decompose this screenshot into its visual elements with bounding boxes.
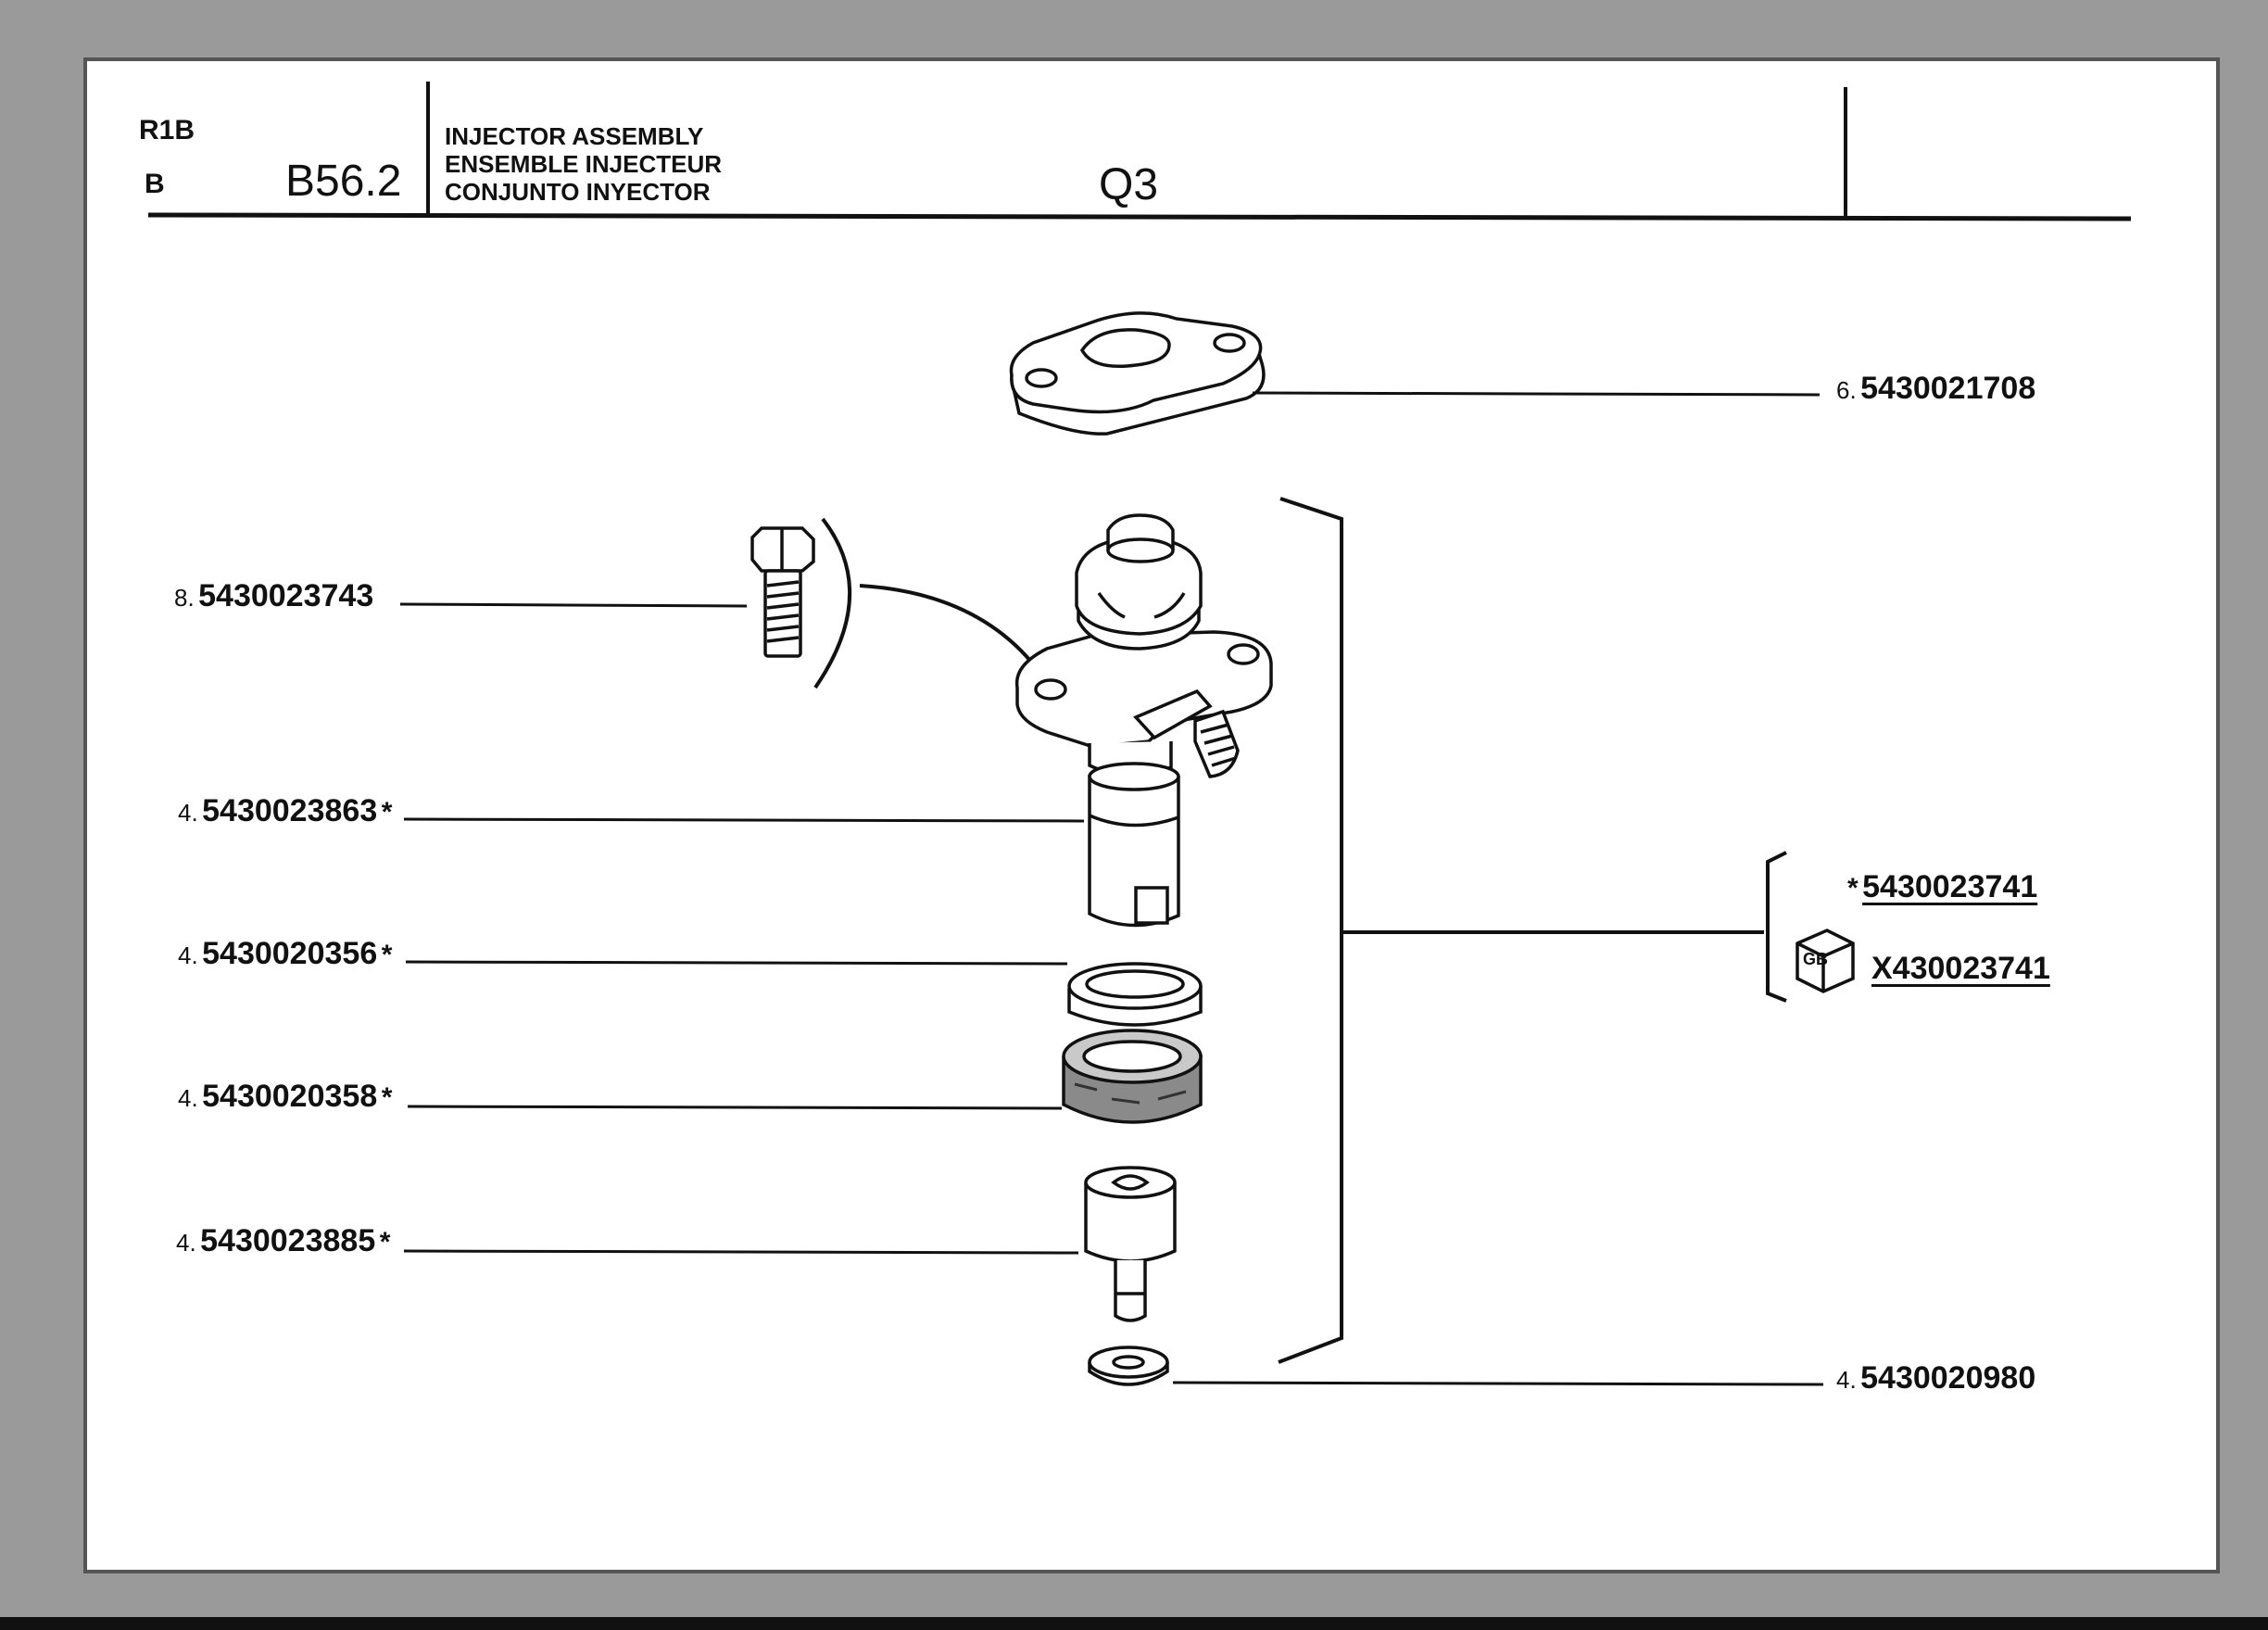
- leader-part-8: [399, 602, 748, 608]
- title-english: INJECTOR ASSEMBLY: [445, 122, 704, 150]
- callout-washer-1: 4. 5430020356 *: [178, 938, 392, 969]
- part-number: 5430020980: [1860, 1360, 2036, 1396]
- model-code: R1B: [139, 115, 195, 145]
- leader-sleeve: [403, 817, 1085, 823]
- leader-part-4-washer: [1172, 1381, 1824, 1386]
- assembly-bracket: [1278, 497, 1787, 1364]
- header-rules: [147, 82, 2132, 221]
- callout-nozzle: 4. 5430023885 *: [176, 1225, 390, 1257]
- plate-number: B56.2: [285, 157, 402, 206]
- nozzle-sleeve-drawing: [1088, 762, 1180, 928]
- bottom-dark-strip: [0, 1617, 2268, 1630]
- bolt-bracket-arc: [813, 517, 852, 689]
- quantity-label: 4.: [176, 1229, 196, 1257]
- section-code: Q3: [1099, 160, 1159, 209]
- callout-assembly: * 5430023741: [1847, 871, 2037, 903]
- nozzle-drawing: [1084, 1166, 1177, 1322]
- injector-holder-drawing: [1014, 513, 1273, 778]
- part-number: 5430023743: [198, 578, 374, 613]
- star-marker: *: [381, 1082, 393, 1113]
- quantity-label: 6.: [1836, 376, 1857, 404]
- quantity-label: 4.: [1836, 1366, 1857, 1394]
- washer-1-drawing: [1067, 962, 1203, 1027]
- title-spanish: CONJUNTO INYECTOR: [445, 178, 711, 206]
- star-marker: *: [379, 1227, 391, 1257]
- quantity-label: 4.: [178, 799, 198, 827]
- quantity-label: 4.: [178, 1084, 198, 1112]
- quantity-label: 8.: [174, 584, 195, 612]
- part-number: 5430023863: [202, 793, 378, 828]
- star-marker: *: [1847, 873, 1858, 903]
- callout-sleeve: 4. 5430023863 *: [178, 795, 392, 827]
- small-washer-drawing: [1088, 1346, 1169, 1386]
- part-number: 5430021708: [1860, 371, 2036, 406]
- bolt-drawing: [750, 526, 815, 658]
- washer-2-drawing: [1062, 1029, 1203, 1124]
- star-marker: *: [381, 797, 393, 828]
- bolt-pointer: [859, 584, 1043, 676]
- flange-plate-drawing: [1009, 311, 1266, 436]
- title-french: ENSEMBLE INJECTEUR: [445, 150, 723, 178]
- leader-part-6: [1252, 391, 1821, 397]
- assembly-part-number: 5430023741: [1862, 869, 2038, 904]
- star-marker: *: [381, 940, 393, 970]
- leader-nozzle: [403, 1249, 1079, 1255]
- gb-badge-label: GB: [1803, 950, 1828, 968]
- callout-part-8: 8. 5430023743: [174, 580, 373, 612]
- callout-part-6: 6. 5430021708: [1836, 373, 2035, 404]
- leader-washer-2: [407, 1105, 1063, 1110]
- gb-badge-icon: [1796, 929, 1855, 993]
- part-number: 5430020358: [202, 1079, 378, 1114]
- part-number: 5430020356: [202, 936, 378, 971]
- quantity-label: 4.: [178, 941, 198, 969]
- part-number: 5430023885: [200, 1223, 376, 1258]
- variant-code: B: [145, 169, 165, 199]
- leader-washer-1: [405, 960, 1068, 966]
- callout-small-washer: 4. 5430020980: [1836, 1362, 2035, 1394]
- exchange-part-number: X430023741: [1871, 951, 2050, 986]
- callout-washer-2: 4. 5430020358 *: [178, 1080, 392, 1112]
- callout-exchange-assembly: X430023741: [1871, 953, 2050, 984]
